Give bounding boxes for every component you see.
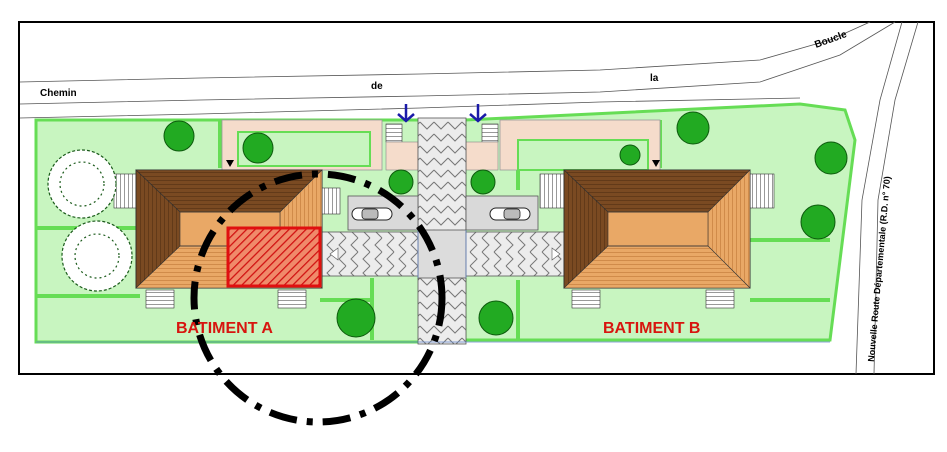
tree-icon [242,132,274,164]
tree-icon [74,233,120,279]
building-b [539,169,775,309]
tree-icon [800,204,836,240]
street-label-chemin: Chemin [40,88,77,99]
entry-marker-right [652,160,660,167]
arrow-down-icon [469,104,487,123]
property-lines [36,230,830,343]
trees-sketch [47,149,133,292]
tree-icon [47,149,117,219]
tree-icon [163,120,195,152]
tree-icon [59,161,105,207]
street-chemin-de-la-boucle [19,21,896,119]
driveway-left-arrow [329,247,339,261]
tree-icon [61,220,133,292]
tree-icon [478,300,514,336]
driveway-right [465,231,567,277]
tree-icon [676,111,710,145]
tree-icon [470,169,496,195]
highlighted-unit [226,226,322,288]
dashed-circle-icon [190,170,446,426]
entry-marker-left [226,160,234,167]
trees [163,111,848,338]
street-label-de: de [371,81,383,92]
tree-icon [619,144,641,166]
car-icon [351,207,393,221]
arrow-down-icon [397,104,415,123]
street-label-la: la [650,73,659,84]
entry-left [385,141,419,171]
route-departementale [855,21,919,375]
car-icon [489,207,531,221]
entry-right [465,141,499,171]
tree-icon [814,141,848,175]
driveway-right-arrow [551,247,561,261]
building-b-label: BATIMENT B [603,320,700,337]
stairs-right-top [481,123,499,143]
tree-icon [336,298,376,338]
tree-icon [388,169,414,195]
building-a-label: BATIMENT A [176,320,273,337]
stairs-left-top [385,123,403,143]
